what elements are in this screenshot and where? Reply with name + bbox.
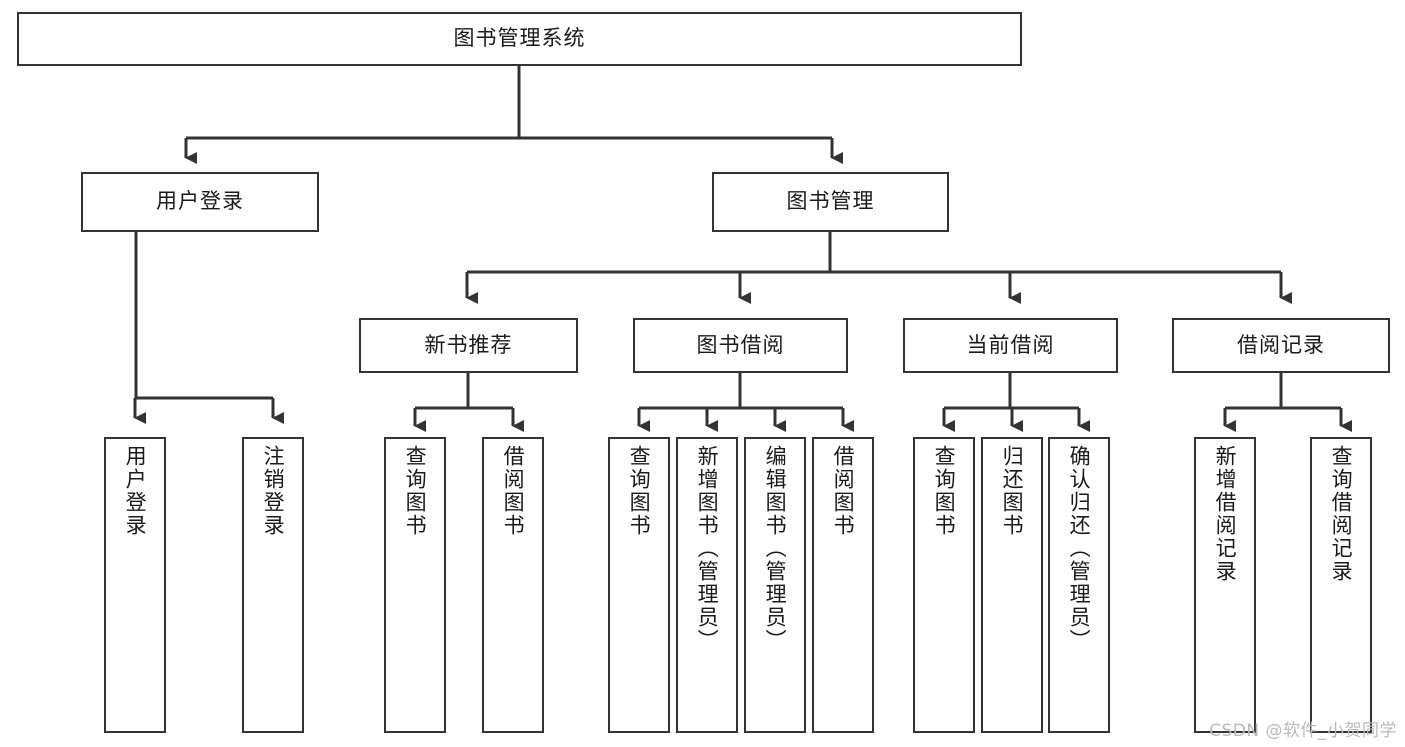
leaf-borrow-book-borrow[interactable]: 借阅图书 — [812, 437, 874, 733]
leaf-query-borrow-record[interactable]: 查询借阅记录 — [1310, 437, 1372, 733]
leaf-borrow-book-recommend[interactable]: 借阅图书 — [482, 437, 544, 733]
node-book-manage[interactable]: 图书管理 — [712, 172, 949, 232]
node-current-borrow-label: 当前借阅 — [966, 332, 1055, 357]
node-current-borrow[interactable]: 当前借阅 — [903, 318, 1118, 373]
node-new-book-recommend[interactable]: 新书推荐 — [359, 318, 578, 373]
node-book-manage-label: 图书管理 — [786, 189, 875, 214]
node-root-label: 图书管理系统 — [453, 26, 586, 51]
leaf-confirm-return-admin-label: 确认归还（管理员） — [1067, 445, 1092, 652]
leaf-edit-book-admin-label: 编辑图书（管理员） — [763, 445, 788, 652]
node-book-borrow-label: 图书借阅 — [696, 332, 785, 357]
leaf-user-logout-label: 注销登录 — [261, 445, 286, 537]
leaf-borrow-book-borrow-label: 借阅图书 — [831, 445, 856, 537]
leaf-add-book-admin[interactable]: 新增图书（管理员） — [676, 437, 738, 733]
node-user-login-label: 用户登录 — [156, 189, 244, 214]
node-book-borrow[interactable]: 图书借阅 — [633, 318, 848, 373]
leaf-add-borrow-record-label: 新增借阅记录 — [1213, 445, 1238, 583]
node-borrow-record-label: 借阅记录 — [1237, 332, 1325, 357]
leaf-confirm-return-admin[interactable]: 确认归还（管理员） — [1048, 437, 1110, 733]
leaf-add-borrow-record[interactable]: 新增借阅记录 — [1194, 437, 1256, 733]
leaf-user-login-label: 用户登录 — [123, 445, 148, 537]
leaf-return-book-label: 归还图书 — [1000, 445, 1025, 537]
leaf-query-borrow-record-label: 查询借阅记录 — [1329, 445, 1354, 583]
node-user-login[interactable]: 用户登录 — [81, 172, 319, 232]
leaf-user-logout[interactable]: 注销登录 — [242, 437, 304, 733]
leaf-query-book-recommend-label: 查询图书 — [403, 445, 428, 537]
leaf-query-book-current-label: 查询图书 — [932, 445, 957, 537]
leaf-edit-book-admin[interactable]: 编辑图书（管理员） — [744, 437, 806, 733]
leaf-return-book[interactable]: 归还图书 — [981, 437, 1043, 733]
leaf-borrow-book-recommend-label: 借阅图书 — [501, 445, 526, 537]
node-root[interactable]: 图书管理系统 — [17, 12, 1022, 66]
leaf-add-book-admin-label: 新增图书（管理员） — [695, 445, 720, 652]
leaf-user-login[interactable]: 用户登录 — [104, 437, 166, 733]
leaf-query-book-borrow-label: 查询图书 — [627, 445, 652, 537]
node-borrow-record[interactable]: 借阅记录 — [1172, 318, 1390, 373]
leaf-query-book-recommend[interactable]: 查询图书 — [384, 437, 446, 733]
leaf-query-book-borrow[interactable]: 查询图书 — [608, 437, 670, 733]
leaf-query-book-current[interactable]: 查询图书 — [913, 437, 975, 733]
node-new-book-recommend-label: 新书推荐 — [424, 332, 513, 357]
